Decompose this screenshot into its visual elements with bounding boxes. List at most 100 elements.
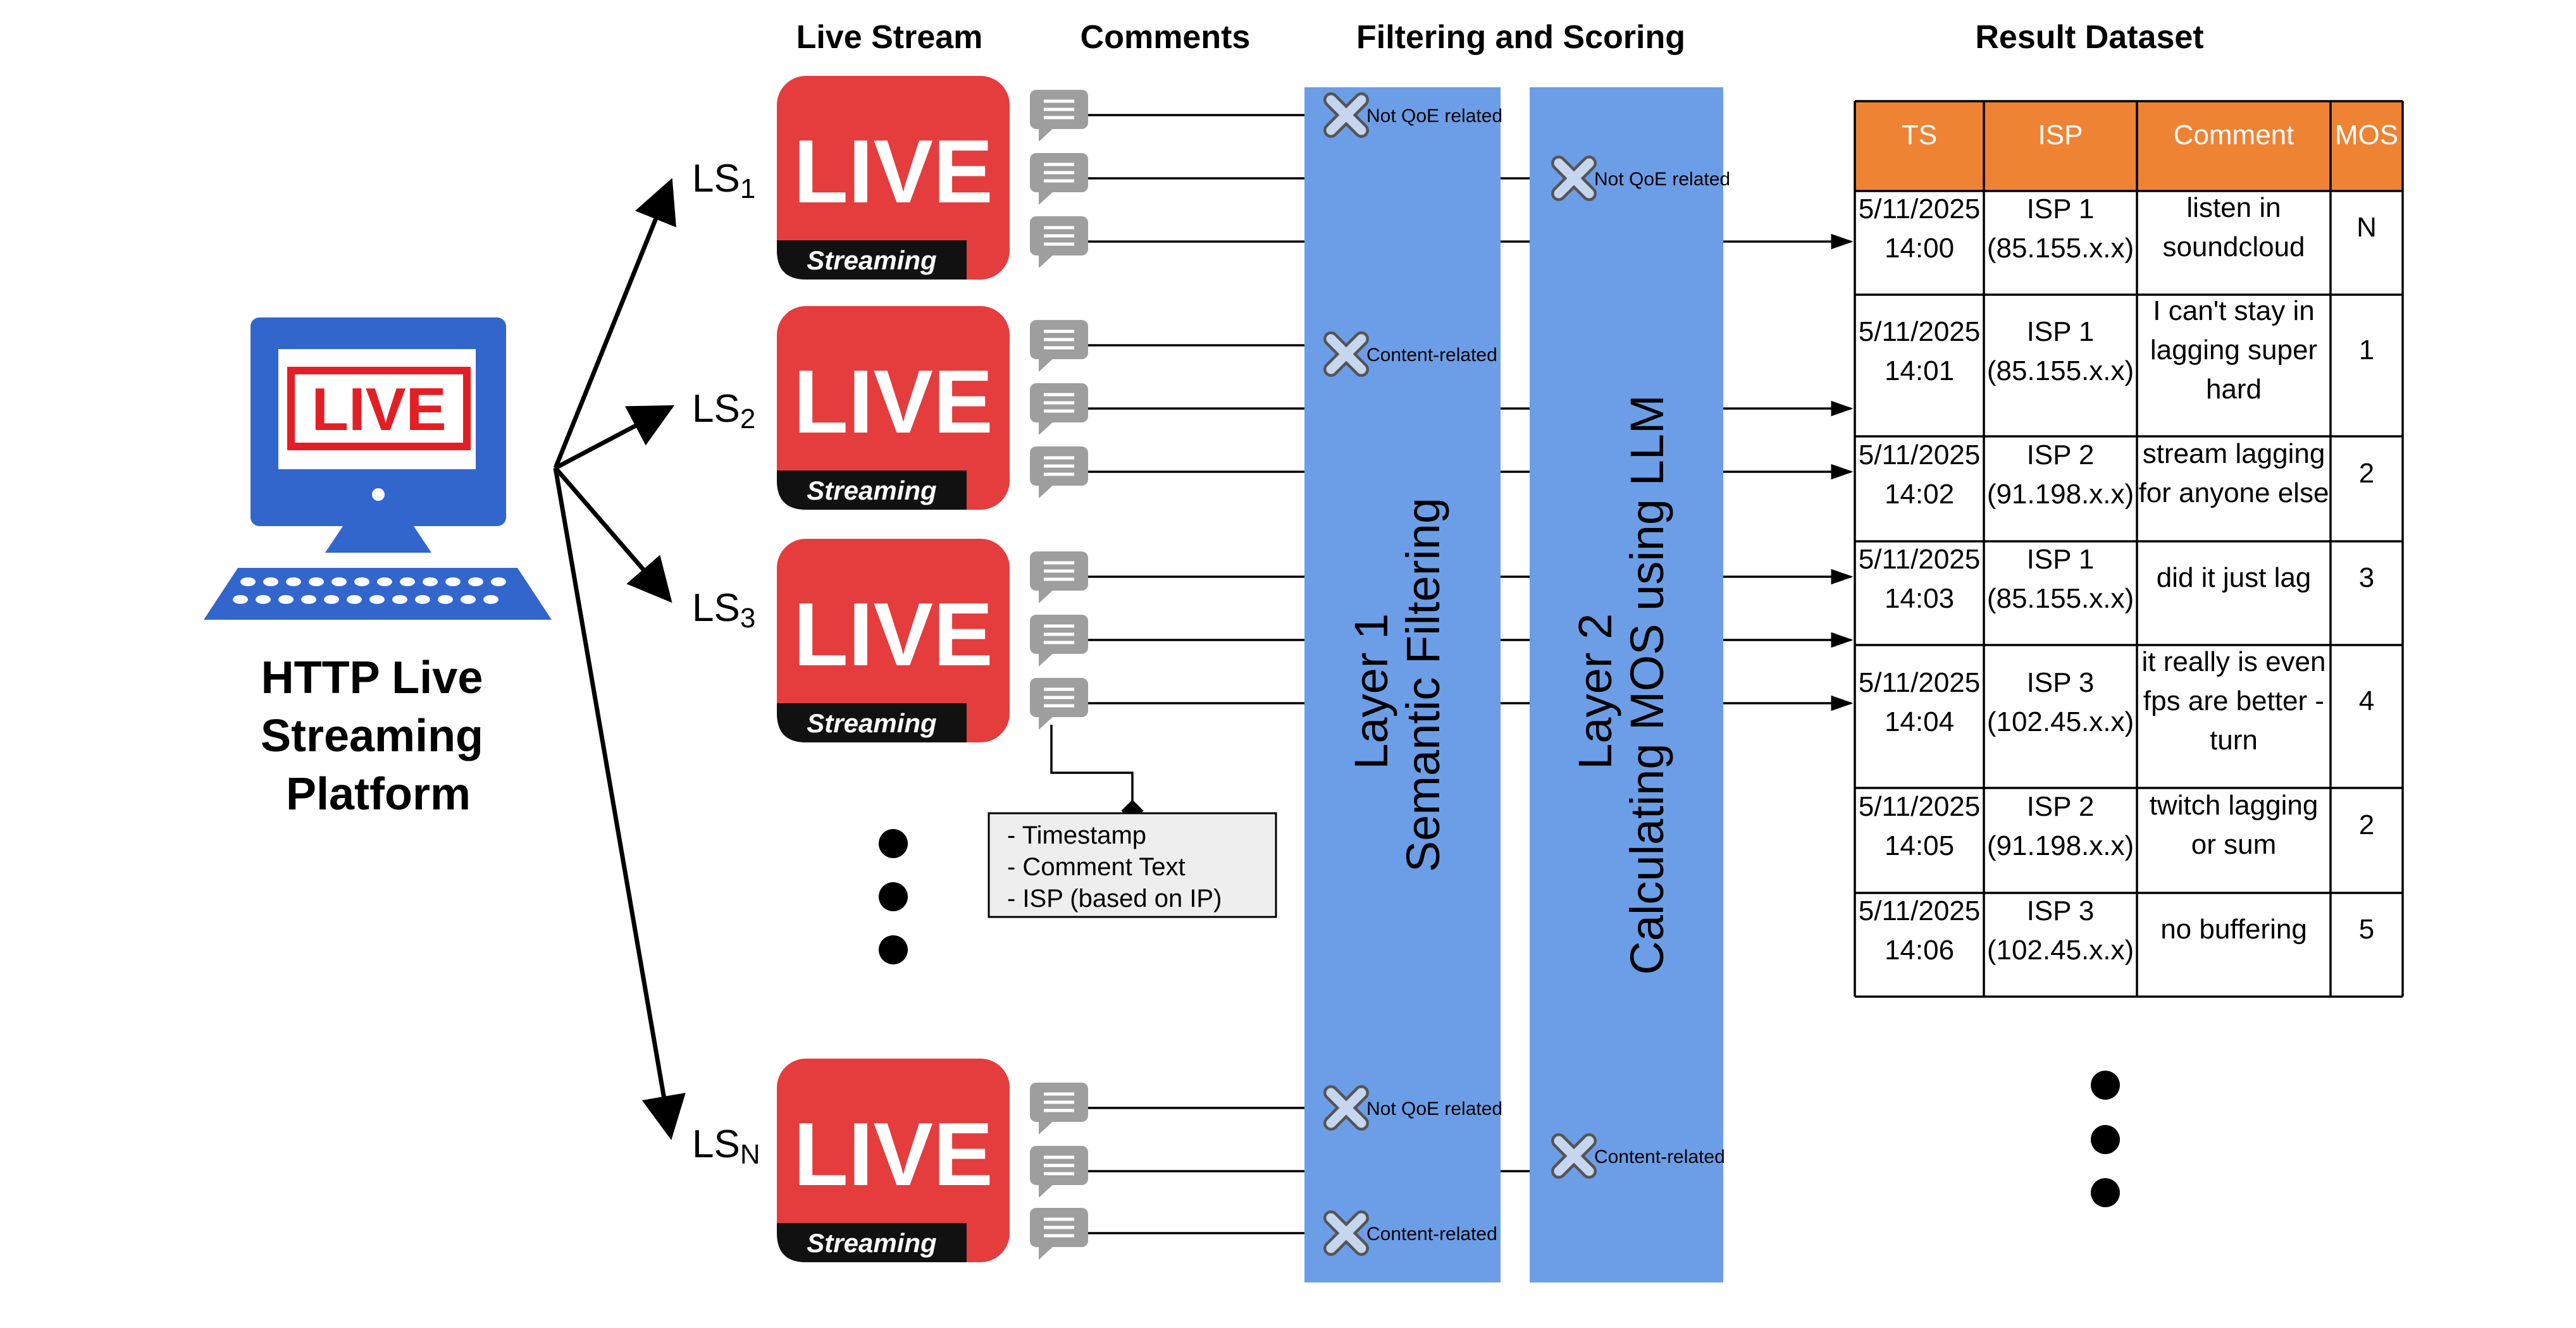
keyboard-key <box>377 577 392 586</box>
layer1-line: Layer 1 <box>1345 613 1397 770</box>
comment-field: - Timestamp <box>1007 821 1146 849</box>
stream-label-sub: N <box>740 1139 760 1170</box>
comment-bubble-icon <box>1030 153 1088 205</box>
table-cell-text: ISP 1 <box>2027 316 2095 347</box>
layer2-line: Calculating MOS using LLM <box>1621 395 1673 974</box>
live-badge-bottom: Streaming <box>807 708 936 738</box>
rejection-label: Not QoE related <box>1366 1098 1502 1119</box>
table-cell-text: 4 <box>2359 686 2374 716</box>
comment-bubble-icon <box>1030 615 1088 667</box>
table-cell-text: 1 <box>2359 335 2374 366</box>
table-cell-text: ISP 1 <box>2027 544 2095 575</box>
platform-title: HTTP Live Streaming Platform <box>261 653 496 820</box>
keyboard-key <box>324 595 339 604</box>
table-cell-text: 5/11/2025 <box>1859 667 1980 698</box>
stream-label-main: LS <box>692 1122 740 1166</box>
table-cell-text: 14:02 <box>1885 479 1954 510</box>
stream-label-ls2: LS2 <box>692 387 755 434</box>
comment-bubble-icon <box>1030 90 1088 142</box>
rejection-x-icon <box>1551 156 1597 201</box>
layer1-bar <box>1304 87 1501 1282</box>
keyboard-key <box>491 577 506 586</box>
comment-bubbles <box>1030 90 1088 1260</box>
table-cell-text: (85.155.x.x) <box>1987 233 2134 264</box>
table-cell-text: (102.45.x.x) <box>1987 935 2134 966</box>
table-cell-text: 2 <box>2359 809 2374 840</box>
stream-label-main: LS <box>692 387 740 431</box>
table-cell-text: 5/11/2025 <box>1859 440 1980 470</box>
live-badge-ls3: LIVE Streaming <box>777 539 1010 742</box>
keyboard-key <box>400 577 415 586</box>
table-header-cell: Comment <box>2174 120 2294 151</box>
table-cell-text: stream lagging <box>2143 438 2325 469</box>
live-badge-ls2: LIVE Streaming <box>777 306 1010 510</box>
rejection-label: Content-related <box>1366 1224 1497 1245</box>
table-cell-text: I can't stay in <box>2153 295 2314 326</box>
keyboard-key <box>301 595 316 604</box>
table-cell-text: lagging super <box>2150 335 2317 366</box>
table-cell-text: twitch lagging <box>2150 790 2319 821</box>
stream-label-main: LS <box>692 586 740 630</box>
layer2-bar <box>1530 87 1723 1282</box>
table-cell-text: ISP 3 <box>2027 895 2095 926</box>
table-cell-text: 5/11/2025 <box>1859 194 1980 224</box>
keyboard-key <box>461 595 476 604</box>
keyboard-key <box>286 577 301 586</box>
computer-icon: LIVE <box>204 317 552 620</box>
comment-bubble-icon <box>1030 1083 1088 1134</box>
live-badge-ls1: LIVE Streaming <box>777 76 1010 280</box>
header-live-stream: Live Stream <box>796 19 983 56</box>
live-badge-bottom: Streaming <box>807 245 936 275</box>
arrow-to-lsn <box>553 467 686 1140</box>
table-cell-text: 14:05 <box>1885 830 1954 861</box>
table-cell-text: did it just lag <box>2157 562 2312 593</box>
table-cell-text: (91.198.x.x) <box>1987 479 2134 510</box>
fan-out-arrows <box>553 178 686 1140</box>
platform-title-line: Streaming <box>261 711 483 761</box>
table-row: 5/11/2025 14:02 ISP 2 (91.198.x.x) stream la… <box>1859 438 2374 510</box>
table-cell-text: 5/11/2025 <box>1859 895 1980 926</box>
layer1-line: Semantic Filtering <box>1397 498 1449 872</box>
keyboard-key <box>354 577 369 586</box>
keyboard-key <box>263 577 278 586</box>
comment-bubble-icon <box>1030 678 1088 730</box>
rejection-label: Content-related <box>1594 1147 1725 1167</box>
table-cell-text: ISP 2 <box>2027 440 2095 470</box>
keyboard-key <box>233 595 248 604</box>
table-cell-text: hard <box>2206 374 2262 405</box>
rejection-label: Not QoE related <box>1594 169 1730 190</box>
keyboard-key <box>347 595 362 604</box>
keyboard-key <box>392 595 407 604</box>
header-comments: Comments <box>1081 19 1251 56</box>
table-cell-text: ISP 2 <box>2027 791 2095 822</box>
keyboard-key <box>278 595 294 604</box>
live-badge-top: LIVE <box>793 352 993 452</box>
table-cell-text: ISP 3 <box>2027 667 2095 698</box>
table-cell-text: N <box>2356 212 2377 243</box>
screen-live-text: LIVE <box>311 376 446 443</box>
comment-bubble-icon <box>1030 1208 1088 1260</box>
arrow-to-ls1 <box>553 178 676 469</box>
layer2-line: Layer 2 <box>1569 613 1621 770</box>
table-cell-text: fps are better - <box>2143 686 2324 716</box>
rejection-x-icon <box>1323 331 1369 377</box>
stream-label-lsn: LSN <box>692 1122 760 1170</box>
stream-label-sub: 1 <box>740 173 755 204</box>
table-cell-text: 14:06 <box>1885 935 1954 966</box>
stream-label-ls1: LS1 <box>692 157 755 204</box>
keyboard-key <box>423 577 438 586</box>
table-cell-text: 5/11/2025 <box>1859 791 1980 822</box>
table-cell-text: 14:01 <box>1885 355 1954 386</box>
keyboard-key <box>415 595 430 604</box>
keyboard-key <box>256 595 271 604</box>
arrow-to-ls2 <box>554 405 675 470</box>
platform-title-line: HTTP Live <box>261 653 483 703</box>
table-cell-text: 3 <box>2359 562 2374 593</box>
table-cell-text: (85.155.x.x) <box>1987 355 2134 386</box>
